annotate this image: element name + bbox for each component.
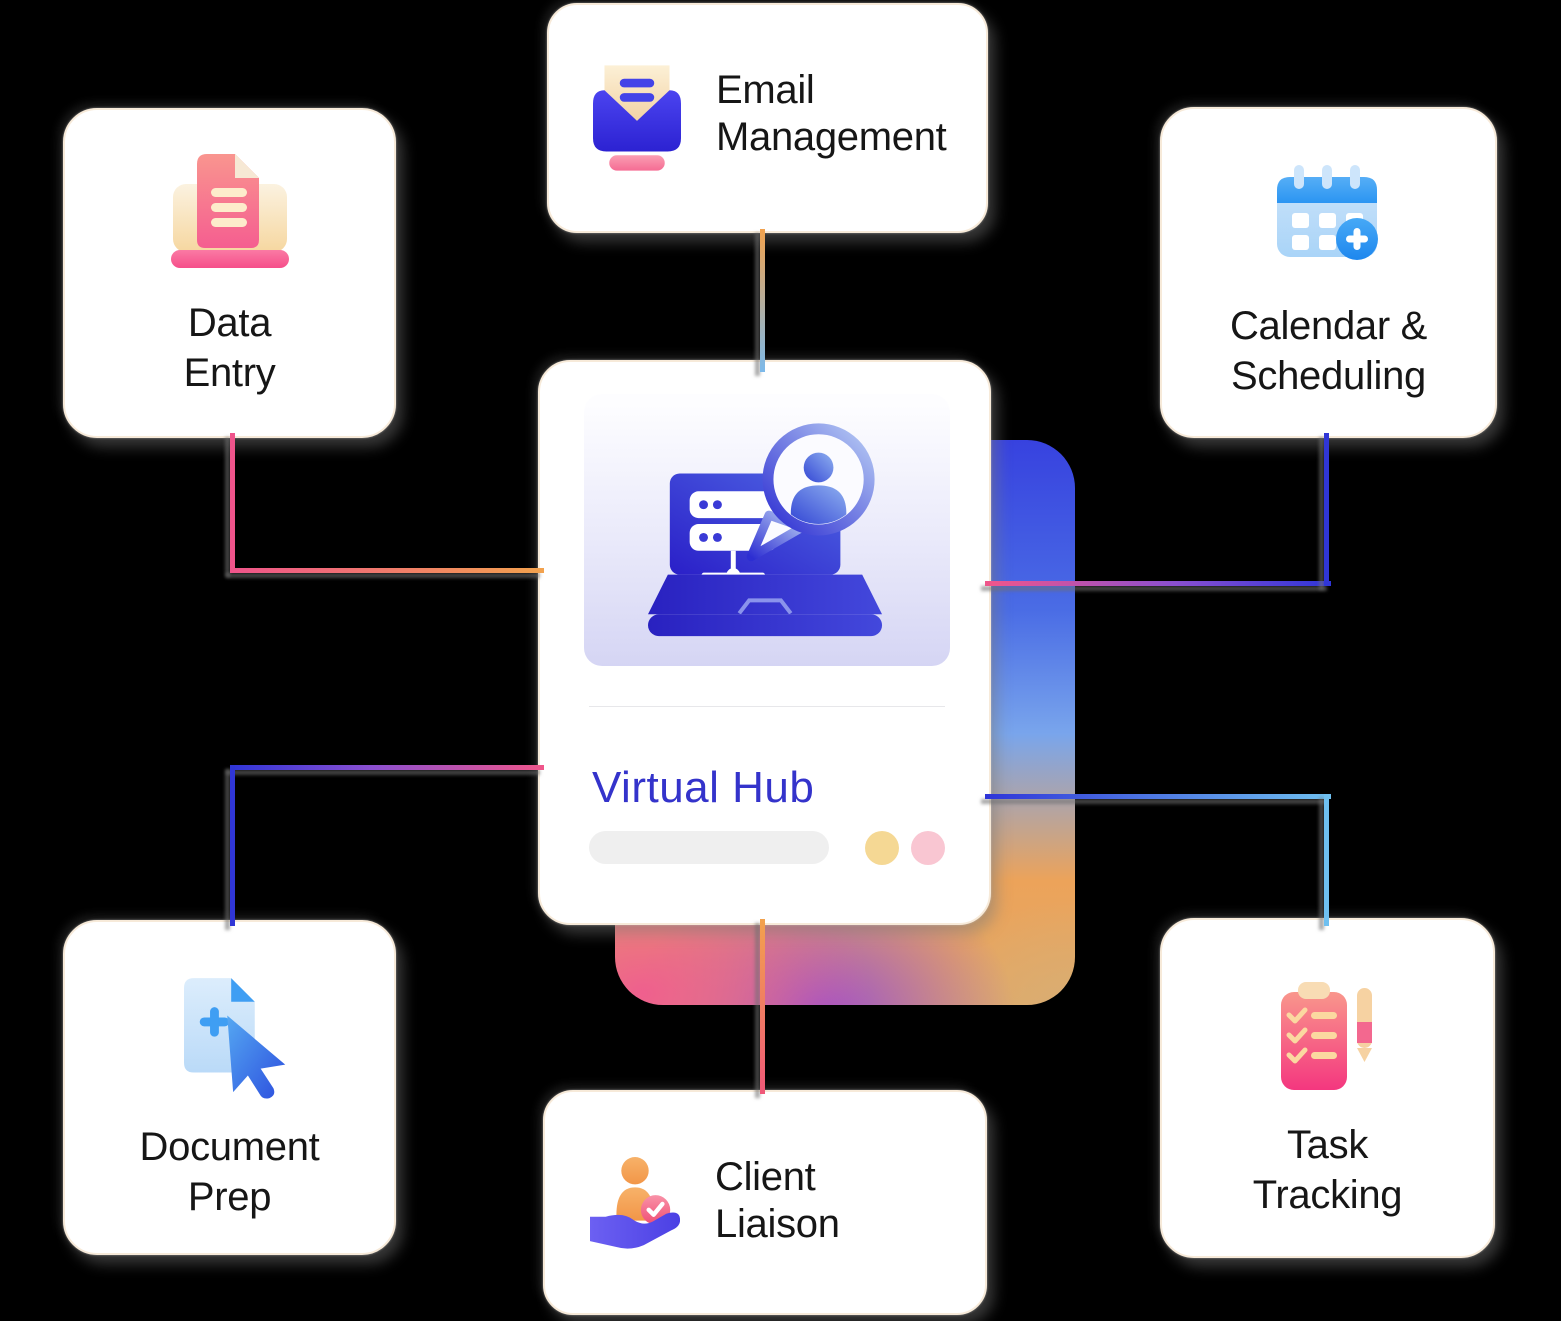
connector-task-horizontal <box>985 794 1331 799</box>
document-prep-label: Document Prep <box>65 1122 394 1222</box>
hub-yellow-dot <box>865 831 899 865</box>
connector-client-vertical <box>760 919 765 1094</box>
client-label-line1: Client <box>715 1155 816 1199</box>
hub-title: Virtual Hub <box>592 763 815 812</box>
connector-email-vertical <box>760 229 765 372</box>
calendar-label-line1: Calendar & <box>1229 304 1428 348</box>
connector-data-entry-horizontal <box>230 568 544 573</box>
email-label-line2: Management <box>716 115 947 159</box>
envelope-letter-icon <box>593 65 681 176</box>
card-email-management: Email Management <box>547 3 988 233</box>
connector-document-horizontal <box>230 765 544 770</box>
document-printer-icon <box>170 154 289 273</box>
hub-pink-dot <box>911 831 945 865</box>
data-entry-label: Data Entry <box>65 298 394 398</box>
email-management-label: Email Management <box>716 67 947 161</box>
person-in-hand-icon <box>590 1154 681 1257</box>
card-document-prep: Document Prep <box>63 920 396 1255</box>
laptop-support-chat-icon <box>648 417 886 644</box>
document-cursor-icon <box>184 978 298 1117</box>
client-label-line2: Liaison <box>715 1202 840 1246</box>
calendar-add-icon <box>1276 161 1381 266</box>
email-label-line1: Email <box>716 68 815 112</box>
data-entry-label-line1: Data <box>187 301 272 345</box>
hub-divider <box>589 706 945 707</box>
document-label-line2: Prep <box>187 1175 272 1219</box>
task-label-line1: Task <box>1286 1123 1369 1167</box>
hub-icon-panel <box>584 394 950 666</box>
hub-progress-pill <box>589 831 829 864</box>
card-client-liaison: Client Liaison <box>543 1090 987 1315</box>
calendar-label-line2: Scheduling <box>1231 354 1426 398</box>
calendar-scheduling-label: Calendar & Scheduling <box>1162 301 1495 401</box>
card-virtual-hub: Virtual Hub <box>538 360 991 925</box>
document-label-line1: Document <box>139 1125 320 1169</box>
client-liaison-label: Client Liaison <box>715 1154 840 1248</box>
card-calendar-scheduling: Calendar & Scheduling <box>1160 107 1497 438</box>
connector-calendar-horizontal <box>985 581 1331 586</box>
connector-calendar-vertical <box>1324 433 1329 586</box>
connector-data-entry-vertical <box>230 433 235 573</box>
data-entry-label-line2: Entry <box>183 351 276 395</box>
card-task-tracking: Task Tracking <box>1160 918 1495 1258</box>
connector-document-vertical <box>230 765 235 926</box>
task-tracking-label: Task Tracking <box>1162 1120 1493 1220</box>
clipboard-checklist-pen-icon <box>1280 982 1375 1095</box>
card-data-entry: Data Entry <box>63 108 396 438</box>
connector-task-vertical <box>1324 794 1329 926</box>
task-label-line2: Tracking <box>1252 1173 1403 1217</box>
